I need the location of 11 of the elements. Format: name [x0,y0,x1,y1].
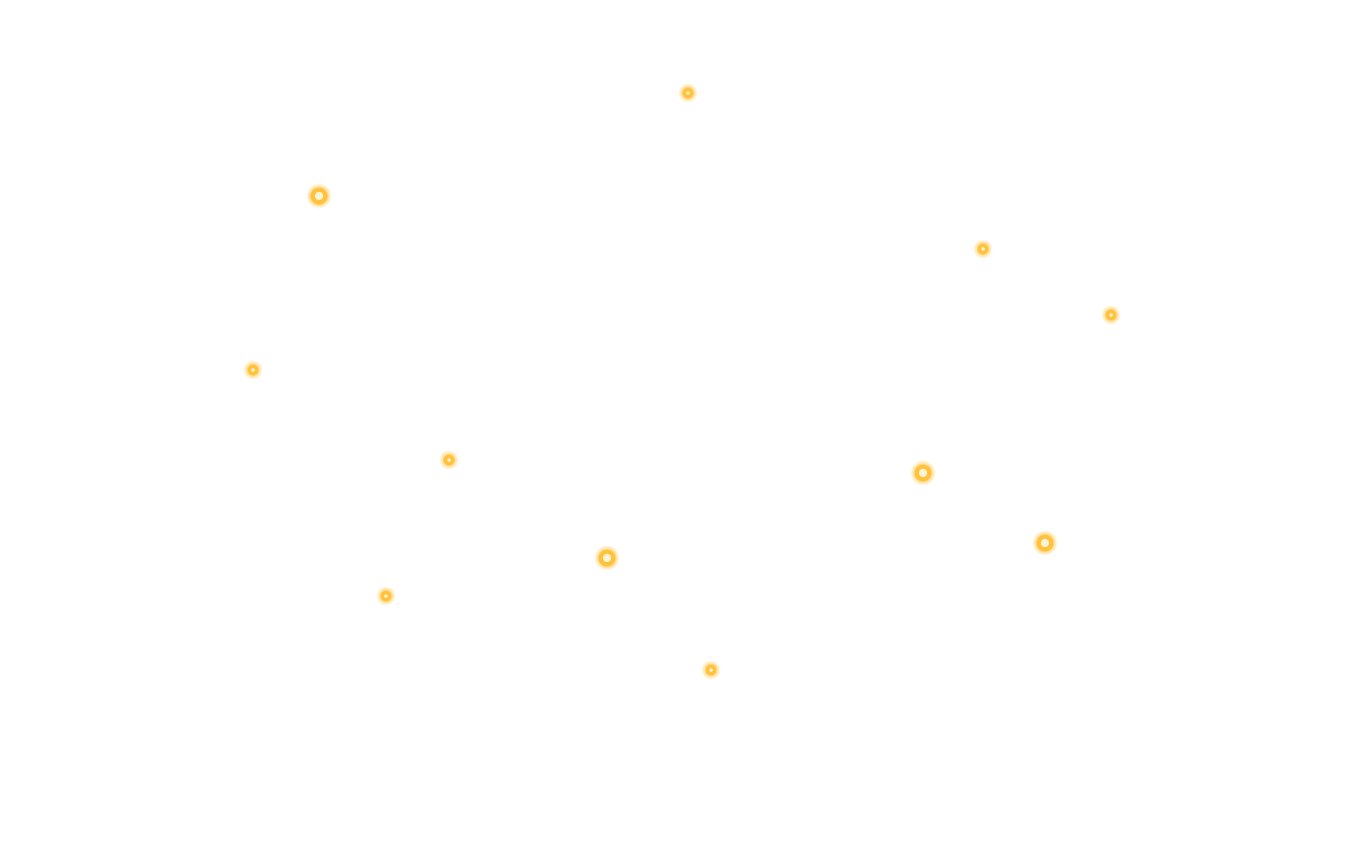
glowing-circle [376,586,396,606]
glowing-circle [1101,305,1121,325]
glowing-circle [910,460,936,486]
glowing-circle [306,183,332,209]
glowing-circle [594,545,620,571]
glowing-circle [243,360,263,380]
glowing-circle [701,660,721,680]
glowing-circle [973,239,993,259]
glowing-circle [439,450,459,470]
glowing-circle [678,83,698,103]
glowing-circle [1032,530,1058,556]
